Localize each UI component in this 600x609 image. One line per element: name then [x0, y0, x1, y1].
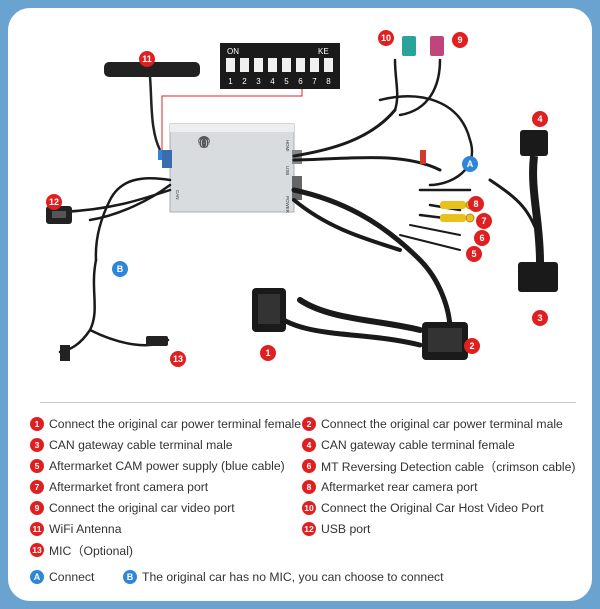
legend-text: Connect the original car power terminal … [49, 417, 301, 431]
legend-number: 10 [302, 501, 316, 515]
callout-13: 13 [170, 351, 186, 367]
callout-b: B [112, 261, 128, 277]
note-letter: B [123, 570, 137, 584]
dip-ke-label: KE [318, 47, 329, 56]
port-label: POWER [285, 196, 290, 214]
power-connector-female [252, 288, 286, 332]
callout-3: 3 [532, 310, 548, 326]
legend-text: USB port [321, 522, 371, 536]
legend-text: CAN gateway cable terminal female [321, 438, 515, 452]
legend-item-11: 11 WiFi Antenna [30, 521, 121, 537]
legend-item-7: 7 Aftermarket front camera port [30, 479, 208, 495]
dip-key [254, 58, 263, 72]
interface-module: ((·)) CAN HDMI USB POWER [162, 123, 302, 214]
dip-key [310, 58, 319, 72]
svg-text:((·)): ((·)) [198, 140, 210, 147]
note-letter: A [30, 570, 44, 584]
legend-number: 1 [30, 417, 44, 431]
dip-number: 8 [326, 77, 331, 86]
dip-number: 3 [256, 77, 261, 86]
legend-number: 3 [30, 438, 44, 452]
legend-text: MIC（Optional) [49, 544, 133, 558]
legend-item-8: 8 Aftermarket rear camera port [302, 479, 477, 495]
legend-item-12: 12 USB port [302, 521, 370, 537]
legend-item-10: 10 Connect the Original Car Host Video P… [302, 500, 544, 516]
callout-7: 7 [476, 213, 492, 229]
legend-number: 13 [30, 543, 44, 557]
callout-a: A [462, 156, 478, 172]
callout-4: 4 [532, 111, 548, 127]
legend-item-5: 5 Aftermarket CAM power supply (blue cab… [30, 458, 285, 474]
note-b: B The original car has no MIC, you can c… [123, 569, 443, 585]
video-connectors [402, 36, 444, 56]
legend-text: WiFi Antenna [49, 522, 122, 536]
dip-number: 2 [242, 77, 247, 86]
dip-number: 7 [312, 77, 317, 86]
callout-10: 10 [378, 30, 394, 46]
legend-item-6: 6 MT Reversing Detection cable（crimson c… [302, 458, 575, 474]
dip-key [268, 58, 277, 72]
legend-number: 8 [302, 480, 316, 494]
dip-number: 1 [228, 77, 233, 86]
callout-12: 12 [46, 194, 62, 210]
legend-item-2: 2 Connect the original car power termina… [302, 416, 563, 432]
legend-number: 4 [302, 438, 316, 452]
legend-text: CAN gateway cable terminal male [49, 438, 233, 452]
legend-number: 5 [30, 459, 44, 473]
divider [40, 402, 576, 403]
mic-plug [60, 336, 168, 361]
can-gateway-cable [518, 130, 558, 292]
legend-number: 6 [302, 459, 316, 473]
legend-number: 9 [30, 501, 44, 515]
dip-key [296, 58, 305, 72]
dip-number: 4 [270, 77, 275, 86]
legend-item-9: 9 Connect the original car video port [30, 500, 235, 516]
callout-2: 2 [464, 338, 480, 354]
callout-8: 8 [468, 196, 484, 212]
callout-5: 5 [466, 246, 482, 262]
legend-number: 11 [30, 522, 44, 536]
legend-item-4: 4 CAN gateway cable terminal female [302, 437, 515, 453]
dip-number: 6 [298, 77, 303, 86]
legend-item-13: 13 MIC（Optional) [30, 542, 133, 558]
dip-key [282, 58, 291, 72]
dip-key [324, 58, 333, 72]
legend-number: 12 [302, 522, 316, 536]
callout-1: 1 [260, 345, 276, 361]
legend-text: Aftermarket front camera port [49, 480, 209, 494]
legend-item-1: 1 Connect the original car power termina… [30, 416, 301, 432]
note-a: A Connect [30, 569, 94, 585]
legend-text: Connect the original car power terminal … [321, 417, 563, 431]
legend-text: Connect the Original Car Host Video Port [321, 501, 544, 515]
callout-11: 11 [139, 51, 155, 67]
legend-text: Aftermarket rear camera port [321, 480, 478, 494]
port-label: HDMI [285, 140, 290, 152]
usb-port [46, 206, 72, 224]
note-text: The original car has no MIC, you can cho… [142, 570, 444, 584]
legend-text: MT Reversing Detection cable（crimson cab… [321, 460, 576, 474]
note-text: Connect [49, 570, 95, 584]
legend-number: 2 [302, 417, 316, 431]
cable-harness [58, 58, 542, 354]
callout-6: 6 [474, 230, 490, 246]
dip-number: 5 [284, 77, 289, 86]
legend-item-3: 3 CAN gateway cable terminal male [30, 437, 233, 453]
wifi-antenna [104, 62, 200, 160]
callout-9: 9 [452, 32, 468, 48]
port-label: USB [285, 166, 290, 175]
dip-key [240, 58, 249, 72]
port-label: CAN [175, 190, 180, 200]
power-connector-male [422, 322, 468, 360]
dip-key [226, 58, 235, 72]
legend-number: 7 [30, 480, 44, 494]
legend-text: Aftermarket CAM power supply (blue cable… [49, 459, 285, 473]
legend-text: Connect the original car video port [49, 501, 235, 515]
dip-on-label: ON [227, 47, 239, 56]
